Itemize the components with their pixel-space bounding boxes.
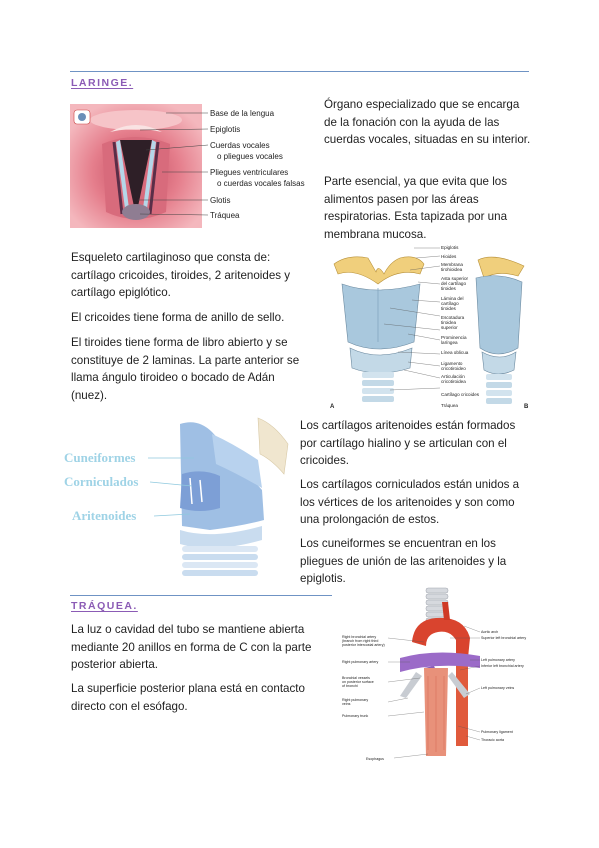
cart-label-9: tiroides: [441, 306, 457, 311]
trachea-label-15: Left pulmonary veins: [481, 686, 514, 690]
laringe-cricoides: El cricoides tiene forma de anillo de se…: [71, 311, 285, 324]
traquea-para-1: La luz o cavidad del tubo se mantiene ab…: [71, 623, 312, 672]
cart-panel-a: A: [330, 404, 335, 410]
glottis-label-0: Base de la lengua: [210, 109, 275, 118]
laringe-intro-2: Parte esencial, ya que evita que los ali…: [324, 175, 508, 241]
cart-label-8: cartílago: [441, 301, 459, 306]
trachea-label-10: Esophagus: [366, 757, 384, 761]
trachea-label-3: Right pulmonary artery: [342, 660, 379, 664]
cart-label-4: Asta superior: [441, 276, 469, 281]
trachea-label-4: Bronchial vessels: [342, 676, 370, 680]
laringe-corniculados: Los cartílagos corniculados están unidos…: [300, 478, 520, 527]
traquea-heading: TRÁQUEA.: [71, 600, 138, 612]
trachea-label-14: Inferior left bronchial artery: [481, 664, 524, 668]
trachea-label-5: on posterior surface: [342, 680, 374, 684]
trachea-label-12: Superior left bronchial artery: [481, 636, 526, 640]
trachea-label-2: posterior intercostal artery): [342, 643, 385, 647]
trachea-illustration: Right bronchial artery (branch from righ…: [342, 587, 526, 761]
cart-panel-b: B: [524, 404, 529, 410]
trachea-label-6: of bronchi: [342, 684, 358, 688]
top-rule: [70, 71, 529, 72]
cart-label-3: tirohioidea: [441, 267, 463, 272]
laringe-tiroides: El tiroides tiene forma de libro abierto…: [71, 336, 300, 402]
cart-label-7: Lámina del: [441, 296, 463, 301]
traquea-para-2: La superficie posterior plana está en co…: [71, 682, 305, 713]
cart-label-18: Articulación: [441, 374, 465, 379]
cart-label-12: superior: [441, 325, 458, 330]
small-label-2: Aritenoides: [72, 508, 136, 523]
glottis-label-4: Pliegues ventriculares: [210, 168, 288, 177]
cart-label-5: del cartílago: [441, 281, 466, 286]
trachea-label-17: Thoracic aorta: [481, 738, 504, 742]
glottis-label-2: Cuerdas vocales: [210, 141, 270, 150]
glottis-figure: Base de la lengua Epiglotis Cuerdas voca…: [70, 104, 328, 230]
trachea-label-16: Pulmonary ligament: [481, 730, 513, 734]
cart-label-17: cricotiroideo: [441, 366, 466, 371]
laringe-aritenoides: Los cartílagos aritenoides están formado…: [300, 419, 516, 468]
glottis-label-5: o cuerdas vocales falsas: [217, 179, 305, 188]
cart-label-6: tiroides: [441, 286, 457, 291]
trachea-label-0: Right bronchial artery: [342, 635, 376, 639]
cart-label-2: Membrana: [441, 262, 463, 267]
cart-label-14: laríngea: [441, 340, 458, 345]
trachea-label-1: (branch from right third: [342, 639, 378, 643]
cart-label-13: Prominencia: [441, 335, 467, 340]
cart-label-16: Ligamento: [441, 361, 463, 366]
glottis-illustration: Base de la lengua Epiglotis Cuerdas voca…: [70, 104, 305, 228]
cart-label-1: Hioides: [441, 254, 457, 259]
cart-label-0: Epiglotis: [441, 245, 459, 250]
cartilages-illustration: Epiglotis Hioides Membrana tirohioidea A…: [330, 245, 529, 410]
cart-label-10: Escotadura: [441, 315, 465, 320]
laringe-cuneiformes: Los cuneiformes se encuentran en los pli…: [300, 537, 507, 586]
glottis-label-6: Glotis: [210, 196, 230, 205]
cartilages-figure: Epiglotis Hioides Membrana tirohioidea A…: [328, 244, 532, 414]
trachea-label-9: Pulmonary trunk: [342, 714, 368, 718]
cart-label-15: Línea oblicua: [441, 350, 469, 355]
laringe-heading: LARINGE.: [71, 77, 134, 89]
trachea-label-7: Right pulmonary: [342, 698, 368, 702]
cart-label-19: cricotiroidea: [441, 379, 466, 384]
small-label-0: Cuneiformes: [64, 450, 136, 465]
glottis-label-1: Epiglotis: [210, 125, 240, 134]
small-label-1: Corniculados: [64, 474, 138, 489]
laringe-skeleton: Esqueleto cartilaginoso que consta de: c…: [71, 251, 291, 300]
trachea-label-11: Aortic arch: [481, 630, 498, 634]
trachea-label-8: veins: [342, 702, 351, 706]
small-cartilages-illustration: Cuneiformes Corniculados Aritenoides: [62, 414, 300, 580]
trachea-label-13: Left pulmonary artery: [481, 658, 515, 662]
laringe-intro-1: Órgano especializado que se encarga de l…: [324, 98, 531, 147]
glottis-label-7: Tráquea: [210, 211, 240, 220]
glottis-label-3: o pliegues vocales: [217, 152, 283, 161]
cart-label-21: Tráquea: [441, 403, 458, 408]
trachea-figure: Right bronchial artery (branch from righ…: [340, 586, 536, 764]
small-cartilages-figure: Cuneiformes Corniculados Aritenoides: [62, 414, 300, 580]
traquea-rule: [70, 595, 332, 596]
cart-label-11: tiroidea: [441, 320, 457, 325]
cart-label-20: Cartílago cricoides: [441, 392, 480, 397]
